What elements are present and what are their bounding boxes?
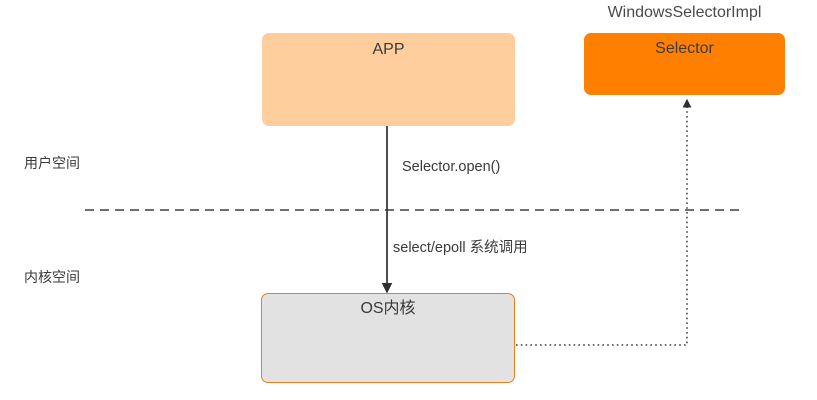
syscall-edge-label: select/epoll 系统调用: [393, 240, 528, 256]
app-box-label: APP: [372, 41, 405, 58]
selector-open-edge-label: Selector.open(): [402, 159, 501, 175]
user-space-label: 用户空间: [24, 155, 80, 171]
kernel-to-selector-arrow: [516, 98, 692, 346]
app-box: APP: [262, 33, 515, 126]
kernel-space-label: 内核空间: [24, 269, 80, 285]
selector-box: Selector: [584, 33, 785, 95]
selector-caption: WindowsSelectorImpl: [607, 4, 762, 21]
os-kernel-box: OS内核: [261, 293, 515, 383]
selector-box-label: Selector: [655, 40, 714, 57]
os-kernel-box-label: OS内核: [360, 300, 416, 317]
